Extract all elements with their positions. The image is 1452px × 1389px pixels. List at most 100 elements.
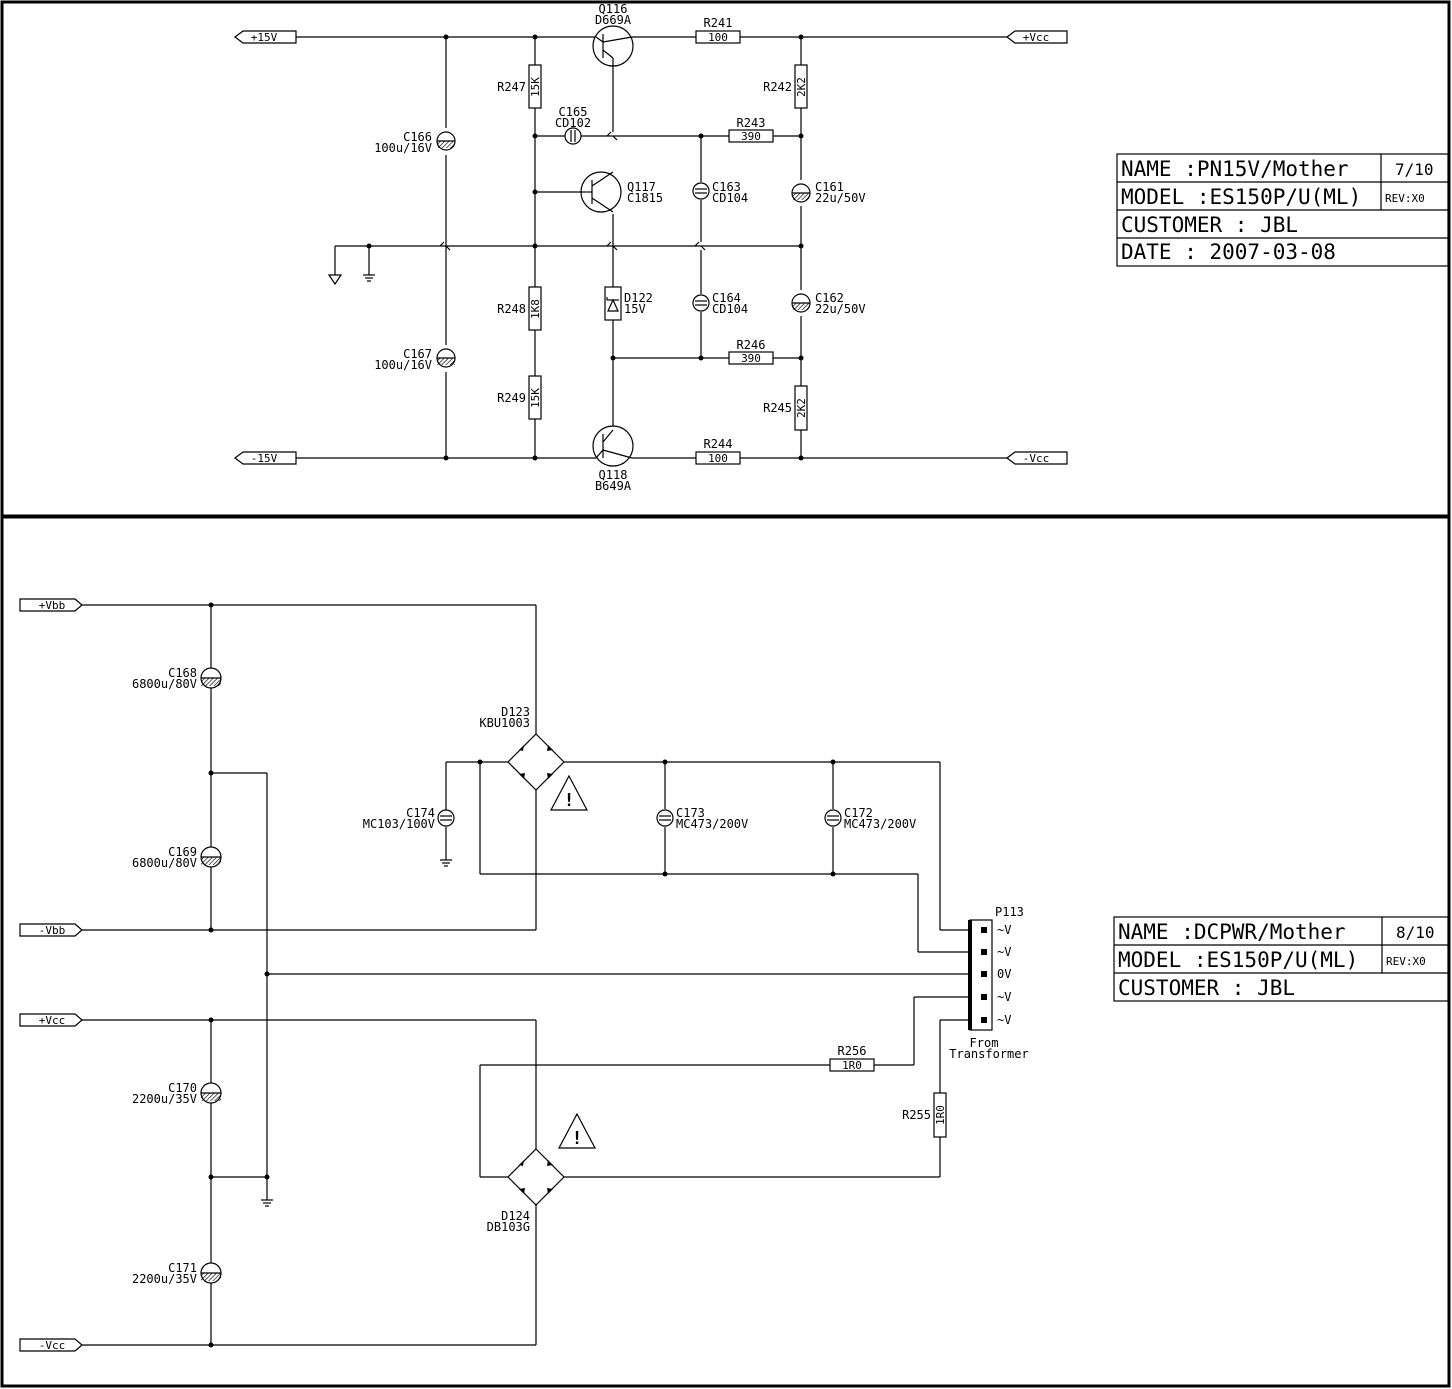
zener-d122[interactable]: D122 15V xyxy=(604,286,653,321)
value-label: 100u/16V xyxy=(374,141,432,155)
ref-label: Q118 xyxy=(599,468,628,482)
value-label: 100 xyxy=(708,31,728,44)
title-name: NAME :PN15V/Mother xyxy=(1121,157,1349,181)
port-label: +Vcc xyxy=(39,1014,66,1027)
ref-label: R245 xyxy=(763,401,792,415)
port-pvcc[interactable]: +Vcc xyxy=(1006,30,1068,44)
resistor-r246[interactable]: 390 R246 xyxy=(728,338,774,365)
ref-label: R244 xyxy=(704,437,733,451)
value-label: 1K8 xyxy=(529,299,542,319)
sheet2-schematic: +Vbb -Vbb +Vcc -Vcc xyxy=(19,598,1029,1352)
sheet1-wires xyxy=(296,36,1007,459)
sheet1-crossings xyxy=(439,131,706,251)
ref-label: C164 xyxy=(712,291,741,305)
capacitor-c174[interactable]: C174 MC103/100V xyxy=(363,806,455,831)
sheet2-wires xyxy=(82,604,970,1346)
resistor-r249[interactable]: 15K R249 xyxy=(497,375,542,420)
port-pvbb[interactable]: +Vbb xyxy=(19,598,83,612)
port-pvcc[interactable]: +Vcc xyxy=(19,1013,83,1027)
capacitor-c162[interactable]: C162 22u/50V xyxy=(791,291,866,316)
ref-label: R242 xyxy=(763,80,792,94)
capacitor-c170[interactable]: C170 2200u/35V xyxy=(132,1081,222,1106)
value-label: CD104 xyxy=(712,191,748,205)
value-label: 390 xyxy=(741,352,761,365)
capacitor-c164[interactable]: C164 CD104 xyxy=(692,291,748,316)
resistor-r248[interactable]: 1K8 R248 xyxy=(497,286,542,331)
capacitor-c165[interactable]: C165 CD102 xyxy=(555,105,591,145)
port-mvbb[interactable]: -Vbb xyxy=(19,923,83,937)
value-label: D669A xyxy=(595,13,632,27)
connector-note: Transformer xyxy=(949,1047,1028,1061)
capacitor-c169[interactable]: C169 6800u/80V xyxy=(132,845,222,870)
value-label: 6800u/80V xyxy=(132,856,197,870)
ref-label: C162 xyxy=(815,291,844,305)
value-label: DB103G xyxy=(487,1220,530,1234)
sheet1-junctions xyxy=(366,34,804,461)
capacitor-c166[interactable]: C166 100u/16V xyxy=(374,130,456,155)
connector-note: From xyxy=(970,1036,999,1050)
connector-p113[interactable]: P113 ~V ~V 0V ~V ~V From Transformer xyxy=(949,905,1028,1061)
resistor-r244[interactable]: 100 R244 xyxy=(695,437,741,465)
value-label: 15K xyxy=(529,77,542,97)
bridge-rectifier-d123[interactable]: D123 KBU1003 xyxy=(479,705,565,791)
title-model: MODEL :ES150P/U(ML) xyxy=(1118,948,1358,972)
sheet2-frame xyxy=(0,515,1451,1388)
port-label: -Vcc xyxy=(1023,452,1050,465)
ref-label: D122 xyxy=(624,291,653,305)
ref-label: C165 xyxy=(559,105,588,119)
resistor-r255[interactable]: 1R0 R255 xyxy=(902,1092,947,1138)
bridge-rectifier-d124[interactable]: D124 DB103G xyxy=(487,1148,565,1234)
port-mvcc[interactable]: -Vcc xyxy=(19,1338,83,1352)
value-label: 2200u/35V xyxy=(132,1272,197,1286)
port-m15v[interactable]: -15V xyxy=(234,451,297,465)
port-p15v[interactable]: +15V xyxy=(234,30,297,44)
ground-symbol xyxy=(261,1199,273,1207)
transistor-q118[interactable]: Q118 B649A xyxy=(592,425,634,493)
resistor-r243[interactable]: 390 R243 xyxy=(728,116,774,143)
ref-label: R241 xyxy=(704,16,733,30)
capacitor-c168[interactable]: C168 6800u/80V xyxy=(132,666,222,691)
resistor-r241[interactable]: 100 R241 xyxy=(695,16,741,44)
transistor-q117[interactable]: Q117 C1815 xyxy=(580,171,663,213)
warning-glyph: ! xyxy=(572,1128,583,1149)
capacitor-c173[interactable]: C173 MC473/200V xyxy=(656,806,748,831)
value-label: KBU1003 xyxy=(479,716,530,730)
capacitor-c172[interactable]: C172 MC473/200V xyxy=(824,806,916,831)
ref-label: R249 xyxy=(497,391,526,405)
resistor-r247[interactable]: 15K R247 xyxy=(497,64,542,109)
title-customer: CUSTOMER : JBL xyxy=(1118,976,1295,1000)
value-label: 390 xyxy=(741,130,761,143)
capacitor-c163[interactable]: C163 CD104 xyxy=(692,180,748,205)
ref-label: C168 xyxy=(168,666,197,680)
ref-label: R247 xyxy=(497,80,526,94)
resistor-r245[interactable]: 2K2 R245 xyxy=(763,385,808,431)
warning-glyph: ! xyxy=(564,790,575,811)
warning-icon: ! xyxy=(550,774,588,811)
value-label: MC473/200V xyxy=(844,817,916,831)
resistor-r242[interactable]: 2K2 R242 xyxy=(763,64,808,109)
value-label: MC103/100V xyxy=(363,817,435,831)
ref-label: C166 xyxy=(403,130,432,144)
value-label: 100u/16V xyxy=(374,358,432,372)
pin-label: ~V xyxy=(997,923,1011,937)
ref-label: C174 xyxy=(406,806,435,820)
port-mvcc[interactable]: -Vcc xyxy=(1006,451,1068,465)
capacitor-c171[interactable]: C171 2200u/35V xyxy=(132,1261,222,1286)
value-label: 2K2 xyxy=(795,77,808,97)
title-block-1: NAME :PN15V/Mother 7/10 MODEL :ES150P/U(… xyxy=(1116,153,1449,267)
port-label: -Vbb xyxy=(39,924,66,937)
value-label: 15V xyxy=(624,302,646,316)
value-label: 22u/50V xyxy=(815,191,866,205)
port-label: +Vcc xyxy=(1023,31,1050,44)
transistor-q116[interactable]: Q116 D669A xyxy=(592,2,634,67)
value-label: 2200u/35V xyxy=(132,1092,197,1106)
port-label: +Vbb xyxy=(39,599,66,612)
capacitor-c167[interactable]: C167 100u/16V xyxy=(374,347,456,372)
title-block-2: NAME :DCPWR/Mother 8/10 MODEL :ES150P/U(… xyxy=(1113,916,1449,1002)
ref-label: C172 xyxy=(844,806,873,820)
title-customer: CUSTOMER : JBL xyxy=(1121,213,1298,237)
capacitor-c161[interactable]: C161 22u/50V xyxy=(791,180,866,205)
pin-label: ~V xyxy=(997,990,1011,1004)
resistor-r256[interactable]: 1R0 R256 xyxy=(829,1044,875,1072)
